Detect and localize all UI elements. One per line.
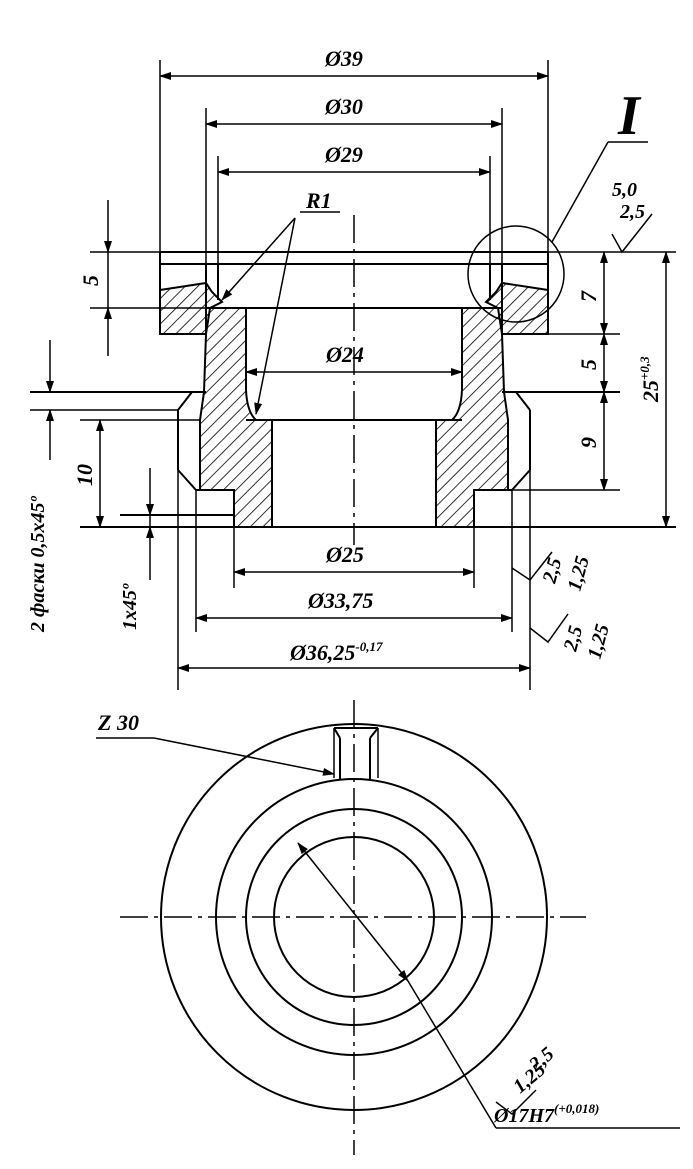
dim-h7: 7 [576, 290, 601, 302]
dim-d3375: Ø33,75 [307, 588, 373, 613]
dim-r1: R1 [305, 188, 332, 213]
section-labels: Ø39 Ø30 Ø29 R1 Ø24 Ø25 Ø33,75 Ø36,25-0,1… [27, 46, 663, 665]
tooth-slot [333, 727, 379, 780]
roughness-mid-a: 2,5 [538, 555, 566, 586]
dim-h5-right: 5 [576, 359, 601, 370]
r1-leaders [221, 211, 340, 415]
detail-callout [467, 141, 648, 323]
dim-chamfer1: 1x45º [119, 583, 141, 630]
roughness-top-b: 2,5 [619, 201, 645, 223]
height-dimensions [46, 200, 670, 580]
dim-d25: Ø25 [325, 542, 364, 567]
label-z30: Z 30 [97, 710, 139, 735]
roughness-low-b: 1,25 [584, 622, 614, 662]
roughness-symbols [511, 213, 653, 644]
dim-d30: Ø30 [324, 94, 363, 119]
top-view: Z 30 Ø17H7(+0,018) 2,5 1,25 [96, 700, 680, 1155]
z30-leader [96, 737, 335, 776]
diameter-dimensions [159, 72, 549, 672]
dim-d3625: Ø36,25-0,17 [289, 639, 383, 665]
dim-d29: Ø29 [324, 142, 363, 167]
dim-h9: 9 [576, 437, 601, 448]
bore-leader [297, 842, 680, 1129]
dim-h10: 10 [72, 464, 97, 486]
dim-h5-left: 5 [78, 275, 103, 286]
dim-h25: 25+0,3 [637, 356, 663, 403]
roughness-low-a: 2,5 [559, 623, 587, 654]
roughness-top-a: 5,0 [612, 179, 637, 201]
dim-d39: Ø39 [324, 46, 363, 71]
section-view: Ø39 Ø30 Ø29 R1 Ø24 Ø25 Ø33,75 Ø36,25-0,1… [27, 46, 676, 690]
dim-d24: Ø24 [325, 342, 364, 367]
roughness-mid-b: 1,25 [564, 554, 594, 594]
detail-mark: I [617, 85, 642, 147]
dim-chamfers: 2 фаски 0,5x45º [27, 496, 49, 633]
label-bore: Ø17H7(+0,018) [493, 1101, 599, 1127]
